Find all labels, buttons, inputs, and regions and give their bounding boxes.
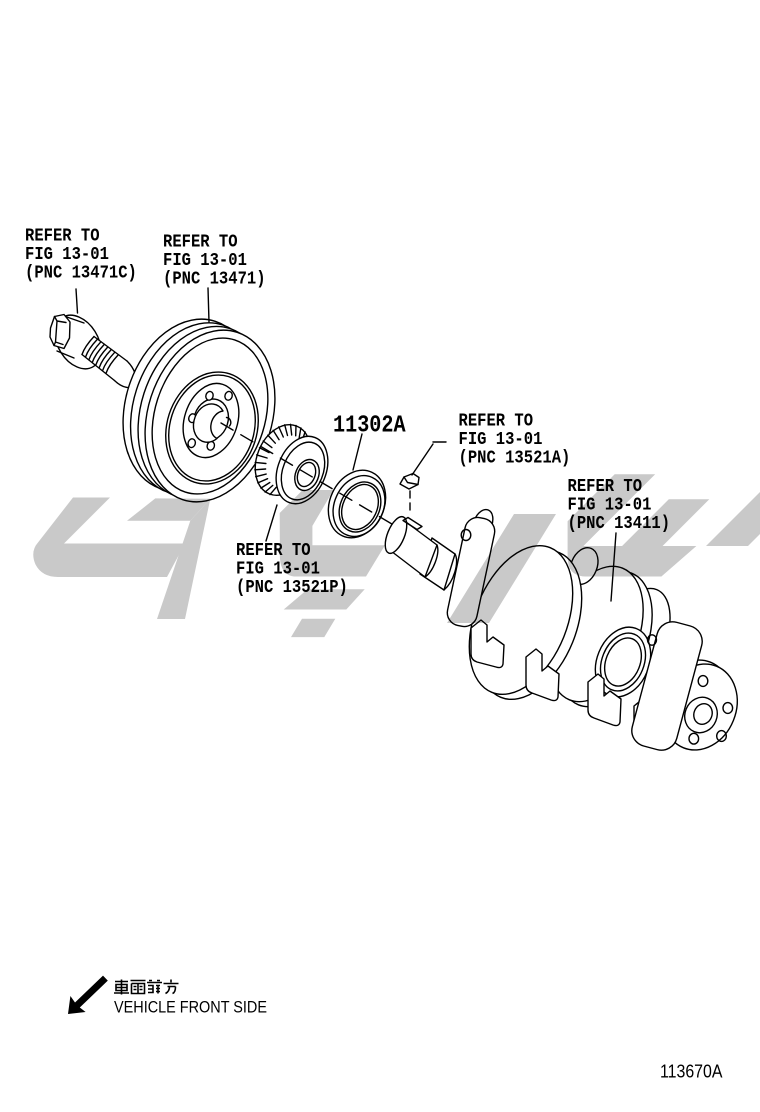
svg-text:(PNC 13471): (PNC 13471)	[163, 269, 266, 290]
svg-text:(PNC 13521A): (PNC 13521A)	[459, 448, 571, 469]
svg-text:FIG 13-01: FIG 13-01	[163, 251, 247, 272]
svg-text:REFER TO: REFER TO	[236, 541, 311, 562]
svg-text:11302A: 11302A	[333, 412, 406, 439]
svg-text:FIG 13-01: FIG 13-01	[568, 495, 652, 516]
svg-text:113670A: 113670A	[660, 1060, 723, 1082]
svg-text:FIG 13-01: FIG 13-01	[236, 559, 320, 580]
svg-text:(PNC 13521P): (PNC 13521P)	[236, 578, 348, 599]
svg-text:VEHICLE FRONT SIDE: VEHICLE FRONT SIDE	[114, 998, 267, 1016]
svg-text:FIG 13-01: FIG 13-01	[25, 245, 109, 266]
svg-text:REFER TO: REFER TO	[459, 411, 534, 432]
svg-text:(PNC 13411): (PNC 13411)	[568, 514, 671, 535]
svg-text:REFER TO: REFER TO	[25, 226, 100, 247]
svg-text:REFER TO: REFER TO	[163, 232, 238, 253]
svg-text:(PNC 13471C): (PNC 13471C)	[25, 263, 137, 284]
svg-text:REFER TO: REFER TO	[568, 477, 643, 498]
svg-text:FIG 13-01: FIG 13-01	[459, 430, 543, 451]
